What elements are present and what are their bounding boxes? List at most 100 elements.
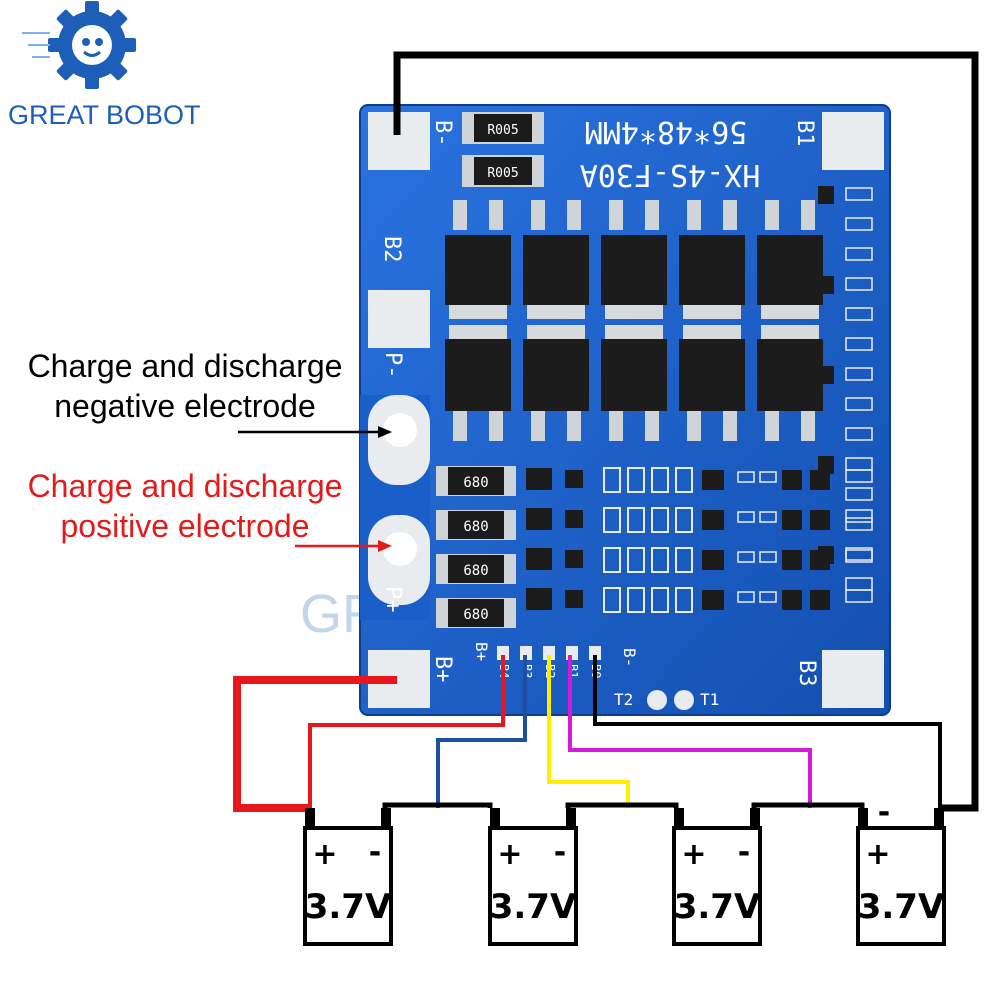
ic-chip bbox=[702, 510, 724, 530]
annotation-negative-line2: negative electrode bbox=[54, 388, 316, 424]
svg-text:T1: T1 bbox=[700, 690, 719, 709]
battery-voltage-label: 3.7V bbox=[490, 887, 577, 927]
svg-text:680: 680 bbox=[463, 519, 488, 535]
balance-resistor: 680 bbox=[436, 554, 516, 584]
svg-text:T2: T2 bbox=[614, 690, 633, 709]
mosfet bbox=[601, 325, 667, 441]
label-p-plus: P+ bbox=[380, 586, 405, 613]
battery-plus-label: + bbox=[497, 837, 522, 872]
smd-pad bbox=[651, 467, 669, 493]
connector-pin bbox=[543, 646, 555, 660]
ic-chip bbox=[526, 548, 552, 570]
smd-pad bbox=[675, 587, 693, 613]
mosfet bbox=[757, 325, 823, 441]
smd-pad bbox=[627, 547, 645, 573]
smd-pad bbox=[651, 547, 669, 573]
smd-pad bbox=[603, 587, 621, 613]
smd-pad bbox=[845, 397, 873, 411]
battery-voltage-label: 3.7V bbox=[305, 887, 392, 927]
mosfet bbox=[757, 200, 823, 319]
pad-b3 bbox=[822, 650, 884, 708]
ic-chip bbox=[818, 366, 834, 384]
ic-chip bbox=[702, 470, 724, 490]
wire-balance-b4 bbox=[308, 655, 505, 808]
wire-b-minus bbox=[393, 51, 979, 812]
pcb-board: B- B1 B2 P- P+ B+ B3 56*48*4MM HX-4S-F30… bbox=[359, 104, 891, 716]
wiring bbox=[233, 51, 979, 812]
ic-chip bbox=[810, 590, 830, 610]
smd-pad bbox=[845, 277, 873, 291]
mosfet bbox=[445, 200, 511, 319]
battery-minus-label: - bbox=[554, 835, 566, 870]
smd-pad bbox=[845, 547, 873, 561]
ic-chip bbox=[782, 590, 802, 610]
ic-chip bbox=[782, 470, 802, 490]
ic-chip bbox=[565, 470, 583, 488]
ic-chip bbox=[782, 510, 802, 530]
smd-pad bbox=[627, 587, 645, 613]
smd-pad bbox=[845, 337, 873, 351]
mosfet bbox=[445, 325, 511, 441]
pad-p-minus bbox=[383, 413, 417, 447]
smd-pad bbox=[737, 511, 755, 523]
smd-pad bbox=[627, 507, 645, 533]
smd-pad bbox=[675, 547, 693, 573]
label-b1: B1 bbox=[792, 120, 817, 147]
battery-cell: +- 3.7V bbox=[488, 808, 578, 946]
annotation-negative: Charge and discharge negative electrode bbox=[10, 346, 360, 426]
battery-voltage-label: 3.7V bbox=[858, 887, 945, 927]
annotation-positive-line2: positive electrode bbox=[60, 508, 310, 544]
balance-resistor: 680 bbox=[436, 598, 516, 628]
connector-pin bbox=[589, 646, 601, 660]
svg-text:B-: B- bbox=[620, 648, 639, 667]
svg-text:R005: R005 bbox=[487, 123, 518, 138]
ic-chip bbox=[526, 588, 552, 610]
mosfet bbox=[523, 325, 589, 441]
smd-pad bbox=[651, 587, 669, 613]
smd-pad bbox=[845, 307, 873, 321]
ic-chip bbox=[818, 546, 834, 564]
svg-text:680: 680 bbox=[463, 607, 488, 623]
label-b-minus: B- bbox=[430, 120, 455, 147]
mosfet-array bbox=[445, 200, 823, 441]
smd-pad bbox=[759, 591, 777, 603]
battery-cell: +3.7V bbox=[856, 808, 946, 946]
battery-plus-label: + bbox=[865, 837, 890, 872]
balance-resistor: 680 bbox=[436, 466, 516, 496]
ic-chip bbox=[818, 186, 834, 204]
battery-cell: +-3.7V bbox=[672, 808, 762, 946]
mosfet bbox=[679, 200, 745, 319]
balance-resistors: 680 680 680 680 bbox=[436, 466, 516, 628]
wire-series-3 bbox=[751, 802, 865, 808]
wire-balance-b3 bbox=[436, 655, 527, 808]
annotation-positive-line1: Charge and discharge bbox=[27, 468, 343, 504]
wire-balance-b0 bbox=[593, 655, 942, 808]
mosfet bbox=[601, 200, 667, 319]
ic-chip bbox=[818, 276, 834, 294]
smd-pad bbox=[845, 509, 873, 523]
ic-chip bbox=[565, 510, 583, 528]
annotation-negative-line1: Charge and discharge bbox=[27, 348, 343, 384]
ic-chip bbox=[565, 550, 583, 568]
label-b3: B3 bbox=[794, 660, 819, 687]
smd-pad bbox=[627, 467, 645, 493]
smd-pad bbox=[603, 507, 621, 533]
ic-chip bbox=[702, 590, 724, 610]
mosfet bbox=[679, 325, 745, 441]
smd-pad bbox=[845, 427, 873, 441]
annotation-arrows bbox=[238, 426, 392, 552]
svg-text:R005: R005 bbox=[487, 166, 518, 181]
wire-balance-b2 bbox=[547, 655, 630, 808]
smd-pad bbox=[759, 511, 777, 523]
connector-pin bbox=[497, 646, 509, 660]
battery-cell: +-3.7V bbox=[303, 808, 393, 946]
board-model: HX-4S-F30A bbox=[580, 157, 761, 192]
ic-chip bbox=[782, 550, 802, 570]
balance-resistor: 680 bbox=[436, 510, 516, 540]
pad-p-plus bbox=[383, 532, 417, 566]
gear-logo-icon bbox=[22, 1, 136, 89]
smd-pad bbox=[759, 471, 777, 483]
label-b2: B2 bbox=[379, 236, 404, 263]
smd-pad bbox=[603, 467, 621, 493]
